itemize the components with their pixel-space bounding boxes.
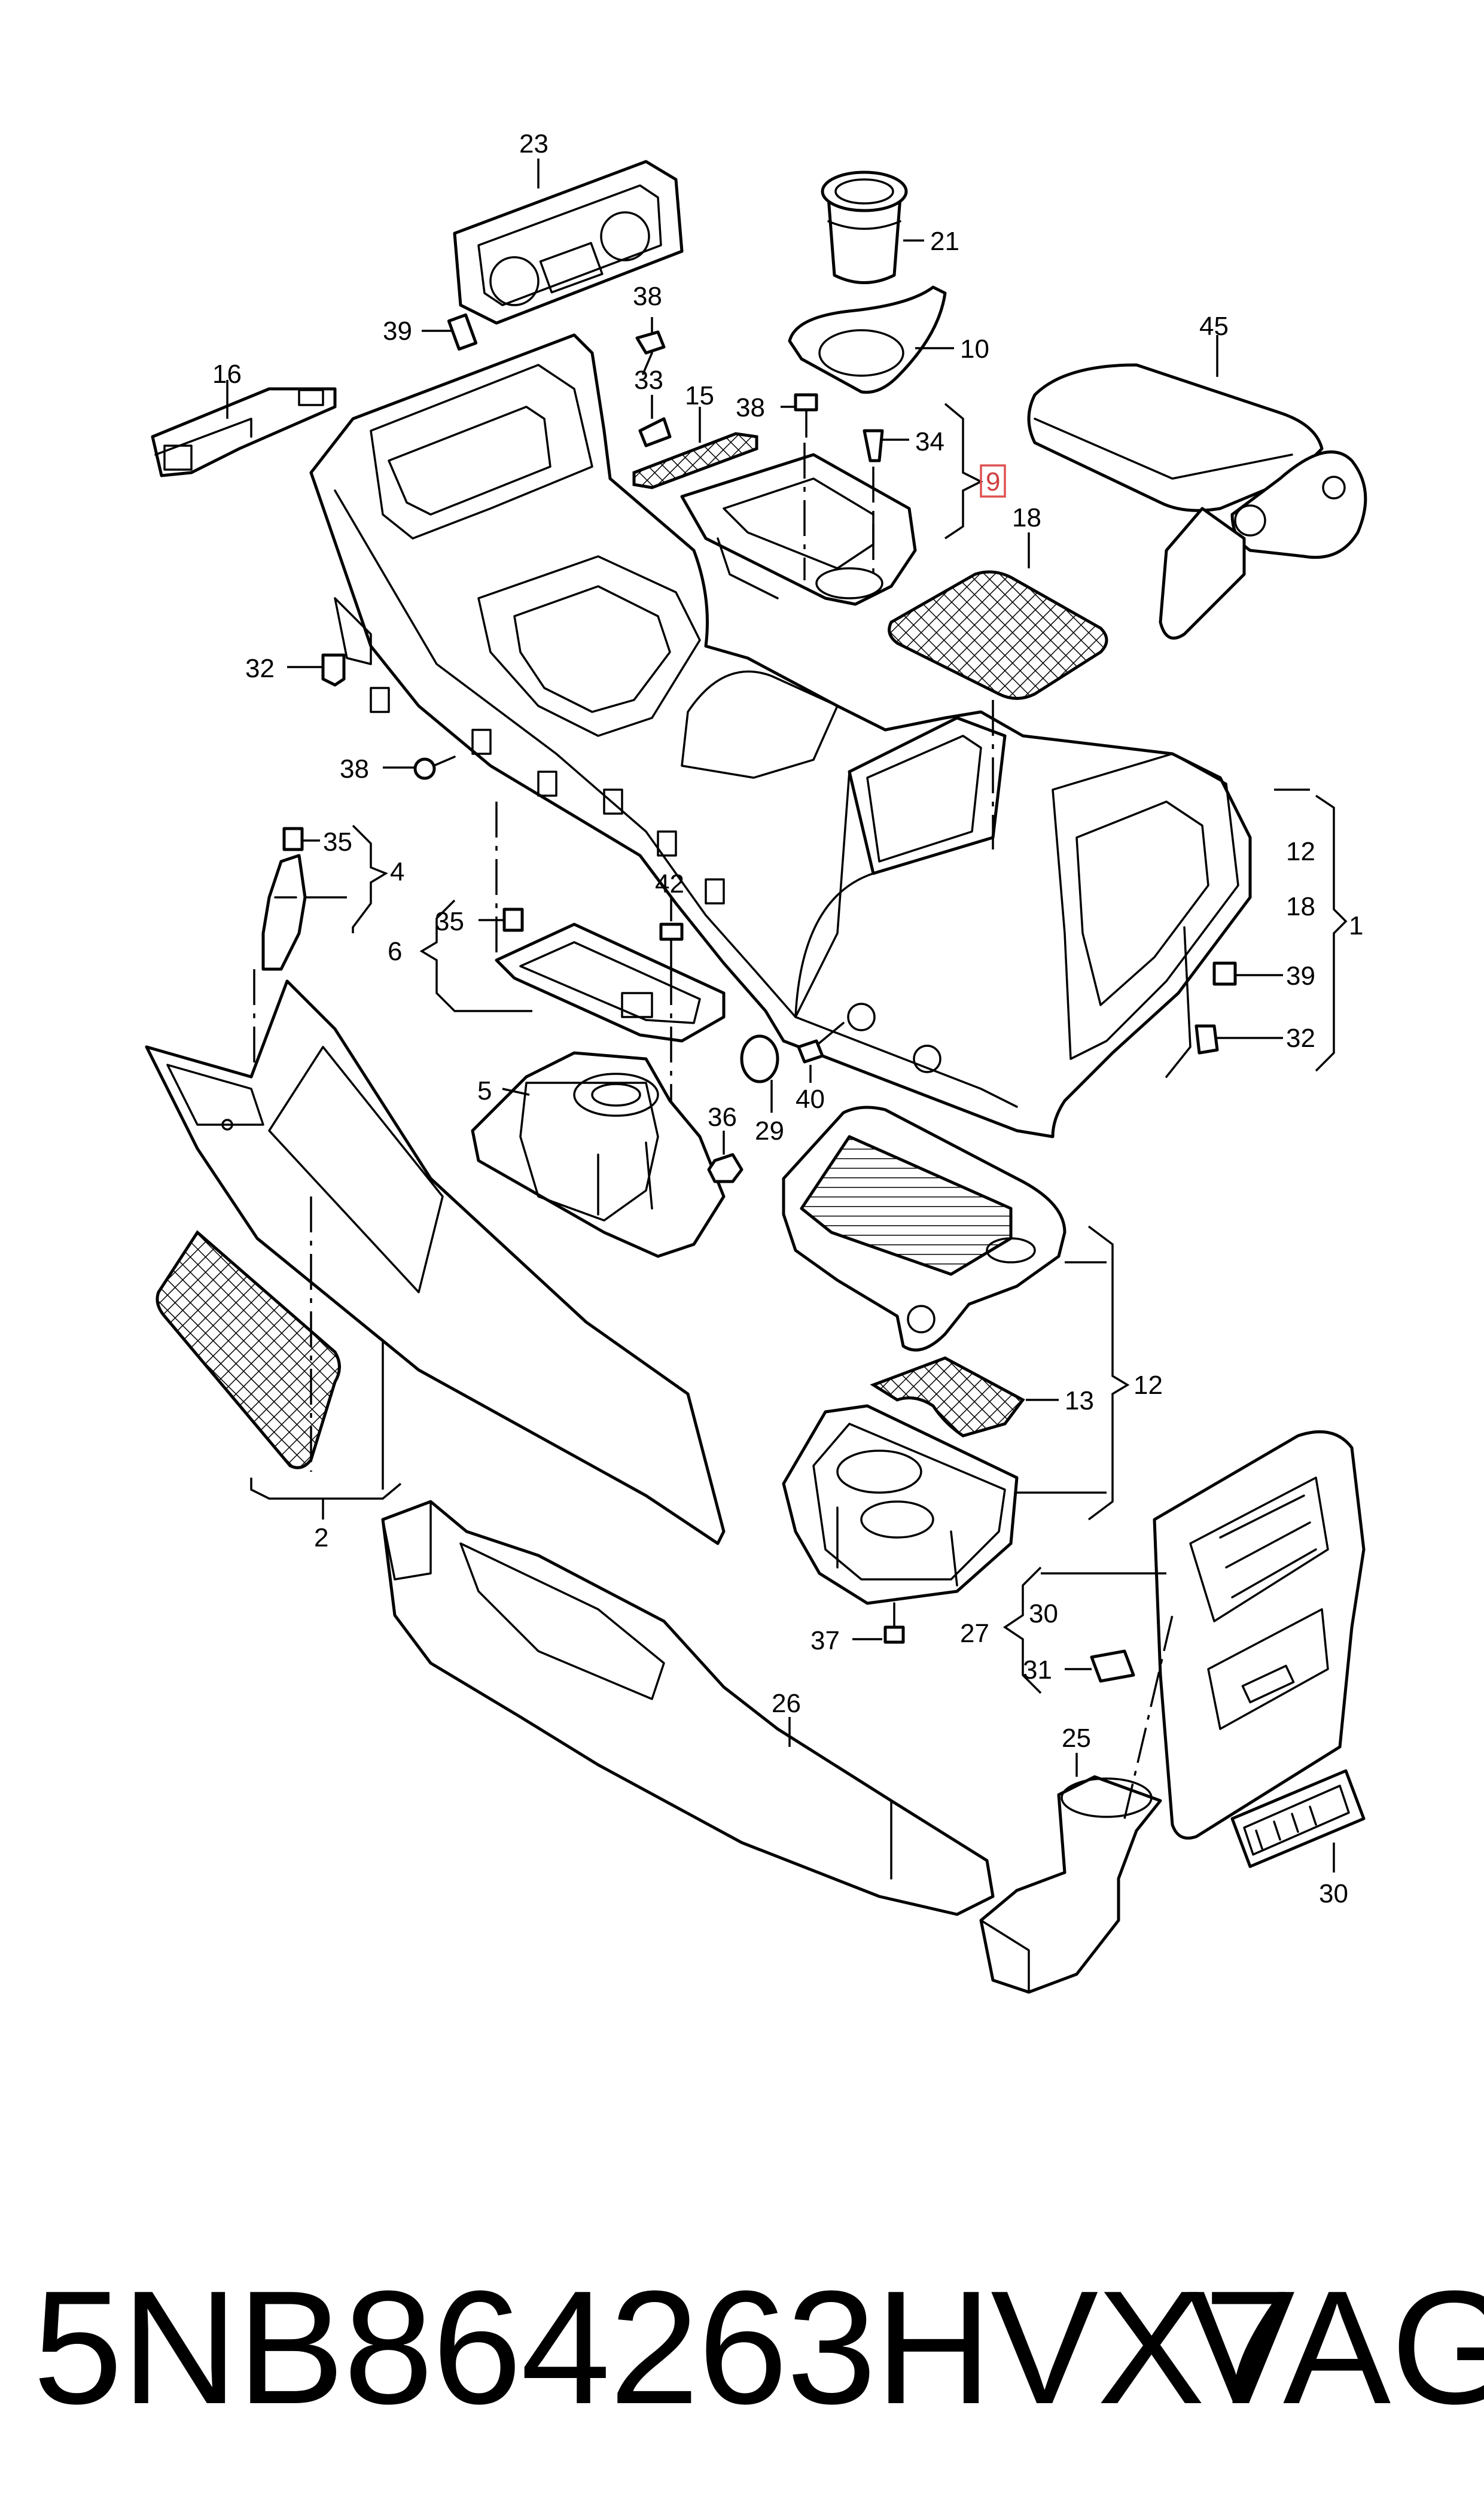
part-37-screw bbox=[883, 1602, 905, 1644]
part-number: 5NB864263HVX7 bbox=[33, 2258, 1294, 2438]
callout-38-mid: 38 bbox=[736, 393, 765, 422]
part-32-clip-right bbox=[1194, 1024, 1219, 1055]
callout-30-upper: 30 bbox=[1029, 1599, 1058, 1628]
callout-40: 40 bbox=[796, 1085, 825, 1114]
part-39-clip-right bbox=[1212, 961, 1237, 986]
part-35-clip-lower bbox=[502, 908, 524, 932]
part-15-mat-strip bbox=[632, 432, 758, 489]
part-9-centre-tray bbox=[680, 453, 917, 606]
callout-35-upper: 35 bbox=[323, 827, 352, 857]
part-4-switch-bracket bbox=[261, 854, 307, 971]
callout-12-insert: 12 bbox=[1133, 1371, 1163, 1400]
part-34-clip bbox=[863, 429, 884, 462]
part-38-screw-mid bbox=[794, 393, 818, 438]
part-2-side-trim-panel bbox=[145, 979, 726, 1545]
part-39-clip-upper bbox=[447, 313, 478, 351]
callout-16: 16 bbox=[212, 360, 242, 389]
part-23-control-panel-trim bbox=[453, 160, 684, 325]
callout-18-mat: 18 bbox=[1012, 503, 1041, 532]
callout-45: 45 bbox=[1199, 312, 1229, 341]
callout-27: 27 bbox=[960, 1619, 989, 1648]
part-32-clip-left bbox=[321, 653, 346, 687]
part-1-centre-console-body bbox=[309, 333, 1252, 1138]
callout-30-lower: 30 bbox=[1319, 1879, 1348, 1908]
part-18-mat bbox=[888, 570, 1108, 700]
callout-38-upper: 38 bbox=[633, 282, 662, 311]
part-12-cup-holder-box bbox=[782, 1404, 1019, 1605]
part-38-screw-left bbox=[413, 756, 456, 780]
callout-29: 29 bbox=[755, 1116, 784, 1146]
callout-35-lower: 35 bbox=[435, 907, 464, 936]
part-27-rear-vent-panel bbox=[1153, 1430, 1366, 1840]
part-2-mesh-insert bbox=[156, 1230, 341, 1469]
part-29-cap bbox=[740, 1034, 779, 1083]
part-21-cup-insert bbox=[821, 170, 908, 284]
callout-25: 25 bbox=[1062, 1724, 1091, 1753]
callout-42: 42 bbox=[655, 869, 684, 899]
callout-18-console: 18 bbox=[1286, 892, 1315, 921]
callout-39-right: 39 bbox=[1286, 961, 1315, 991]
part-31-clip bbox=[1090, 1649, 1135, 1683]
callout-26: 26 bbox=[772, 1689, 801, 1718]
callout-33: 33 bbox=[634, 366, 663, 395]
part-13-cup-mat bbox=[870, 1356, 1025, 1438]
callout-5: 5 bbox=[477, 1076, 492, 1106]
part-33-clip bbox=[638, 417, 672, 447]
part-10-cupholder-trim bbox=[788, 285, 947, 394]
callout-2: 2 bbox=[314, 1523, 328, 1552]
part-5-shifter-housing bbox=[471, 1051, 726, 1258]
callout-1: 1 bbox=[1349, 911, 1363, 940]
part-45-armrest-lid bbox=[1027, 363, 1367, 640]
callout-38-left: 38 bbox=[340, 754, 369, 784]
callout-9-highlight bbox=[980, 464, 1006, 498]
brand-label: VAG bbox=[1187, 2258, 1484, 2438]
callout-13: 13 bbox=[1065, 1386, 1094, 1415]
part-12-storage-cover bbox=[782, 1106, 1066, 1352]
callout-4: 4 bbox=[390, 857, 404, 887]
part-26-air-duct bbox=[381, 1500, 995, 1916]
callout-32-left: 32 bbox=[245, 654, 275, 683]
callout-23: 23 bbox=[519, 129, 548, 159]
callout-12-console: 12 bbox=[1286, 837, 1315, 866]
part-16-bracket bbox=[151, 387, 337, 477]
part-36-nut bbox=[707, 1153, 743, 1183]
callout-9: 9 bbox=[986, 467, 1000, 497]
callout-21: 21 bbox=[930, 227, 959, 256]
part-25-rear-duct bbox=[979, 1775, 1162, 1994]
callout-10: 10 bbox=[960, 334, 989, 364]
callout-34: 34 bbox=[915, 427, 944, 456]
part-42-screw bbox=[659, 922, 684, 970]
part-35-clip-upper bbox=[282, 827, 304, 851]
callout-39-upper: 39 bbox=[383, 316, 412, 346]
callout-36: 36 bbox=[708, 1103, 737, 1132]
callout-6: 6 bbox=[388, 937, 402, 966]
callout-15: 15 bbox=[685, 381, 714, 410]
part-30-outlet-module bbox=[1230, 1769, 1366, 1868]
callout-32-right: 32 bbox=[1286, 1024, 1315, 1053]
part-40-screw bbox=[797, 1022, 845, 1064]
callout-37: 37 bbox=[810, 1626, 840, 1655]
callout-31: 31 bbox=[1023, 1655, 1052, 1685]
part-6-shifter-bracket bbox=[495, 922, 726, 1043]
